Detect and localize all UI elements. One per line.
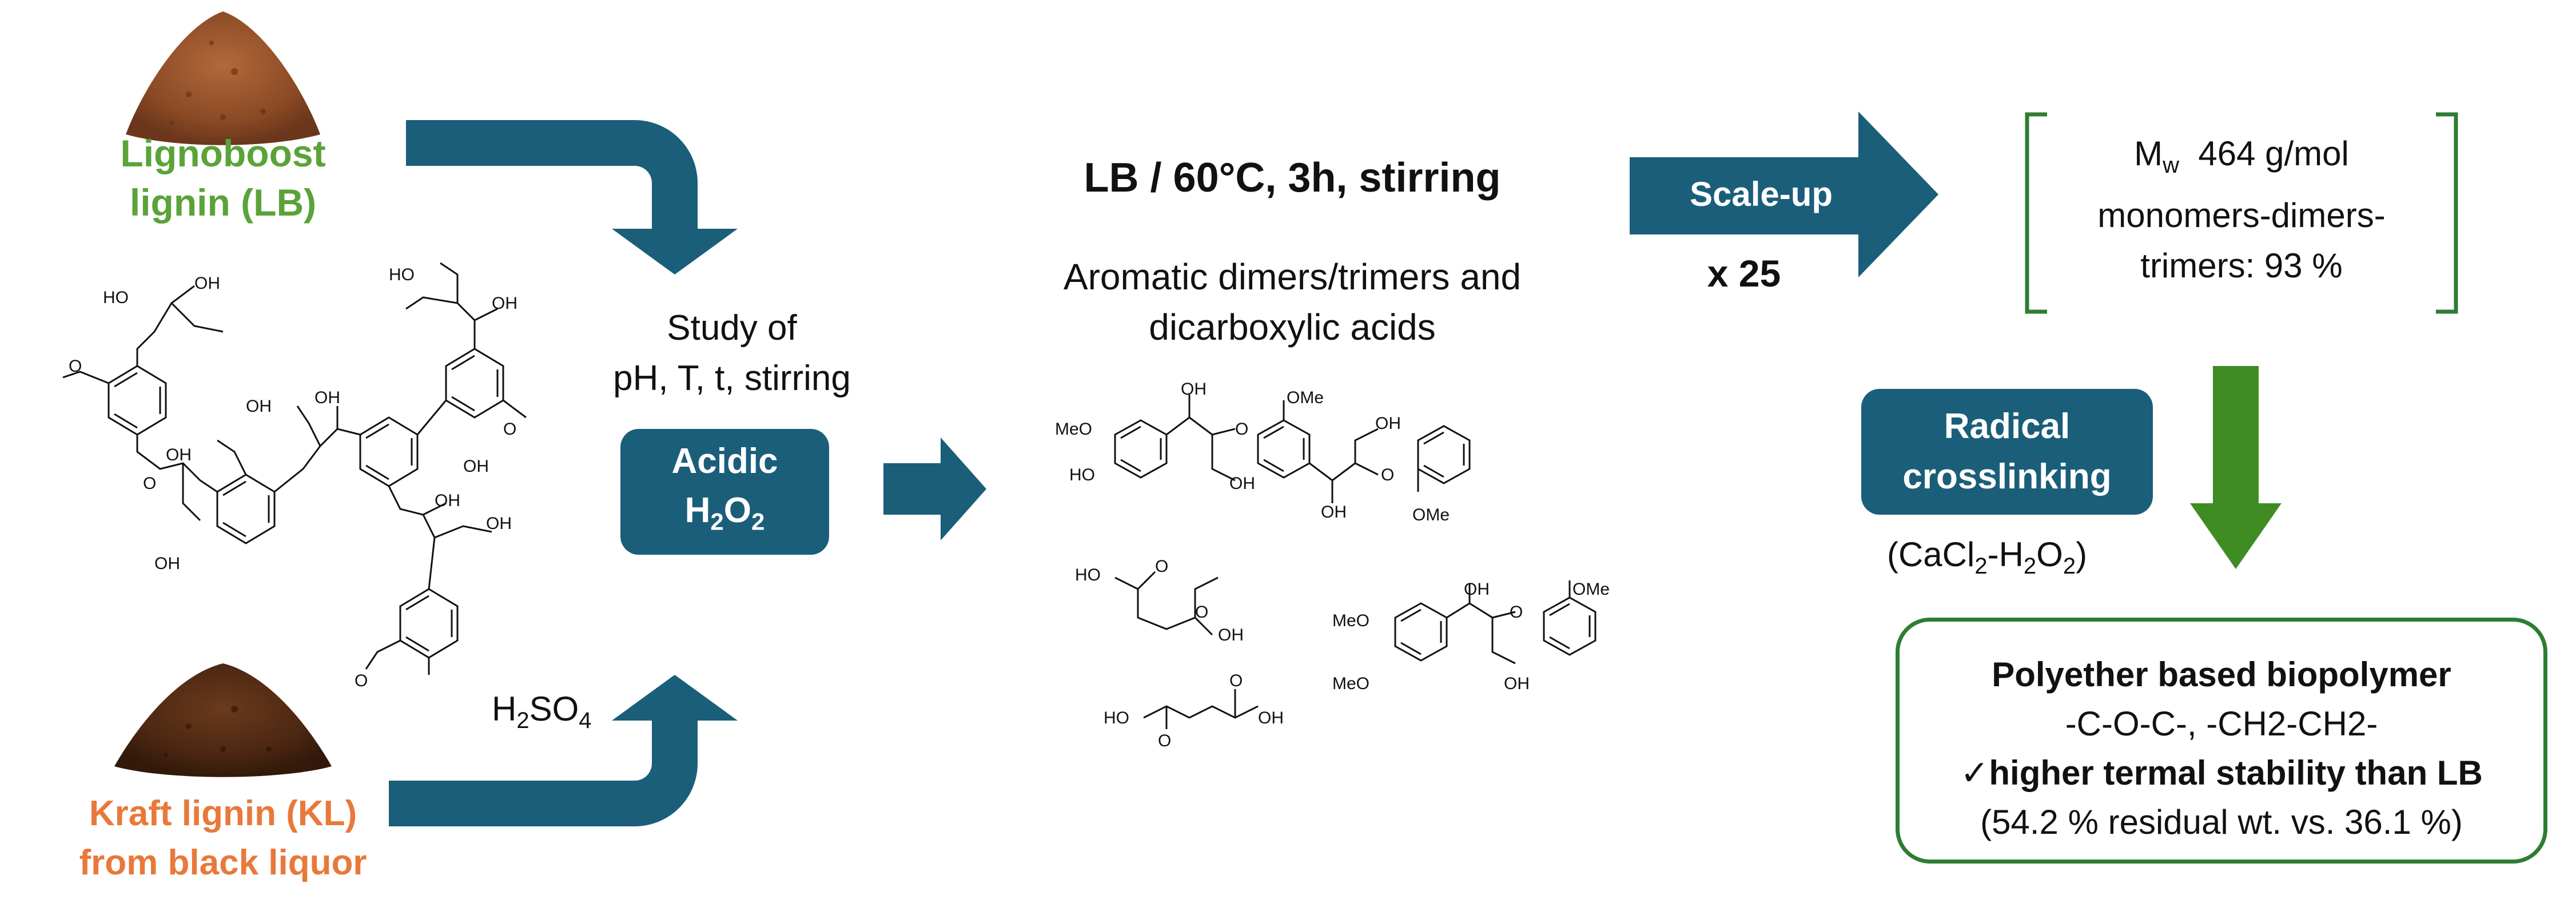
svg-text:O: O <box>503 420 516 439</box>
svg-text:OH: OH <box>463 457 489 476</box>
svg-text:OH: OH <box>154 554 180 573</box>
lignin-structure-drawing: HO OH O O OH OH OH OH HO OH O OH OH OH O <box>62 262 527 690</box>
svg-text:O: O <box>1381 466 1394 484</box>
svg-text:OH: OH <box>246 397 272 416</box>
result-bracket <box>2025 112 2458 314</box>
svg-text:OH: OH <box>314 388 340 407</box>
svg-text:OMe: OMe <box>1287 388 1324 407</box>
svg-text:O: O <box>69 357 82 376</box>
svg-text:OMe: OMe <box>1572 580 1610 599</box>
study-conditions-text: Study of pH, T, t, stirring <box>613 308 851 398</box>
acidic-h2o2-box: Acidic H2O2 <box>620 429 829 555</box>
svg-text:MeO: MeO <box>1332 674 1369 693</box>
svg-text:OH: OH <box>1218 626 1244 645</box>
scale-up-arrow <box>1630 112 1938 277</box>
lb-reaction-conditions: LB / 60°C, 3h, stirring <box>1084 155 1501 201</box>
svg-text:O: O <box>143 474 156 493</box>
svg-text:OH: OH <box>1321 503 1347 522</box>
thermal-stability-line: ✓higher termal stability than LB <box>1960 754 2483 792</box>
svg-text:HO: HO <box>103 288 129 307</box>
residual-weight-line: (54.2 % residual wt. vs. 36.1 %) <box>1980 803 2463 841</box>
svg-text:OH: OH <box>492 294 517 313</box>
down-arrow-green <box>2190 366 2282 569</box>
h2so4-label: H2SO4 <box>492 690 592 733</box>
svg-text:OH: OH <box>1181 380 1207 399</box>
svg-text:OH: OH <box>435 491 460 510</box>
svg-text:OH: OH <box>1375 414 1401 433</box>
svg-text:OH: OH <box>1464 580 1490 599</box>
maleic-acid-structure: HO O O OH <box>1075 557 1244 645</box>
svg-text:HO: HO <box>389 265 415 284</box>
svg-text:HO: HO <box>1104 709 1129 727</box>
svg-text:OH: OH <box>486 514 512 533</box>
scale-up-label: Scale-up <box>1689 175 1833 213</box>
trimer-structure: MeO HO OH OH O OMe OH OH O OMe <box>1055 380 1471 524</box>
lignoboost-label: Lignoboost lignin (LB) <box>120 132 326 224</box>
lignoboost-lignin-pile-image <box>126 11 320 145</box>
products-description: Aromatic dimers/trimers and dicarboxylic… <box>1063 256 1522 348</box>
cacl2-h2o2-label: (CaCl2-H2O2) <box>1887 535 2088 579</box>
svg-text:O: O <box>355 671 368 690</box>
dimer-structure: MeO MeO OH O OH OMe <box>1332 580 1610 693</box>
svg-text:O: O <box>1155 557 1168 576</box>
svg-text:OH: OH <box>194 274 220 293</box>
result-summary: Mw 464 g/mol monomers-dimers- trimers: 9… <box>2097 134 2386 285</box>
fumaric-acid-structure: HO O O OH <box>1104 671 1284 750</box>
svg-text:O: O <box>1235 420 1248 439</box>
scale-up-factor: x 25 <box>1707 252 1781 295</box>
svg-text:O: O <box>1229 671 1243 690</box>
biopolymer-title: Polyether based biopolymer <box>1992 655 2451 694</box>
svg-text:O: O <box>1510 603 1523 622</box>
kl-to-study-arrow <box>389 675 738 826</box>
svg-text:MeO: MeO <box>1332 611 1369 630</box>
svg-text:HO: HO <box>1069 466 1095 484</box>
svg-text:O: O <box>1195 603 1208 622</box>
biopolymer-result-box: Polyether based biopolymer -C-O-C-, -CH2… <box>1896 618 2547 864</box>
svg-text:OH: OH <box>166 445 192 464</box>
kraft-lignin-label: Kraft lignin (KL) from black liquor <box>79 794 367 882</box>
svg-text:OH: OH <box>1258 709 1284 727</box>
svg-text:HO: HO <box>1075 566 1101 584</box>
check-icon: ✓ <box>1960 754 1989 792</box>
box-to-products-arrow <box>883 437 986 540</box>
biopolymer-bonds: -C-O-C-, -CH2-CH2- <box>2065 705 2378 743</box>
svg-text:OH: OH <box>1504 674 1530 693</box>
radical-crosslinking-box: Radical crosslinking <box>1861 389 2153 515</box>
lb-to-study-arrow <box>406 120 738 274</box>
svg-text:O: O <box>1158 731 1171 750</box>
svg-text:OMe: OMe <box>1412 506 1450 524</box>
svg-text:OH: OH <box>1229 474 1255 493</box>
svg-text:MeO: MeO <box>1055 420 1092 439</box>
kraft-lignin-pile-image <box>114 663 332 777</box>
